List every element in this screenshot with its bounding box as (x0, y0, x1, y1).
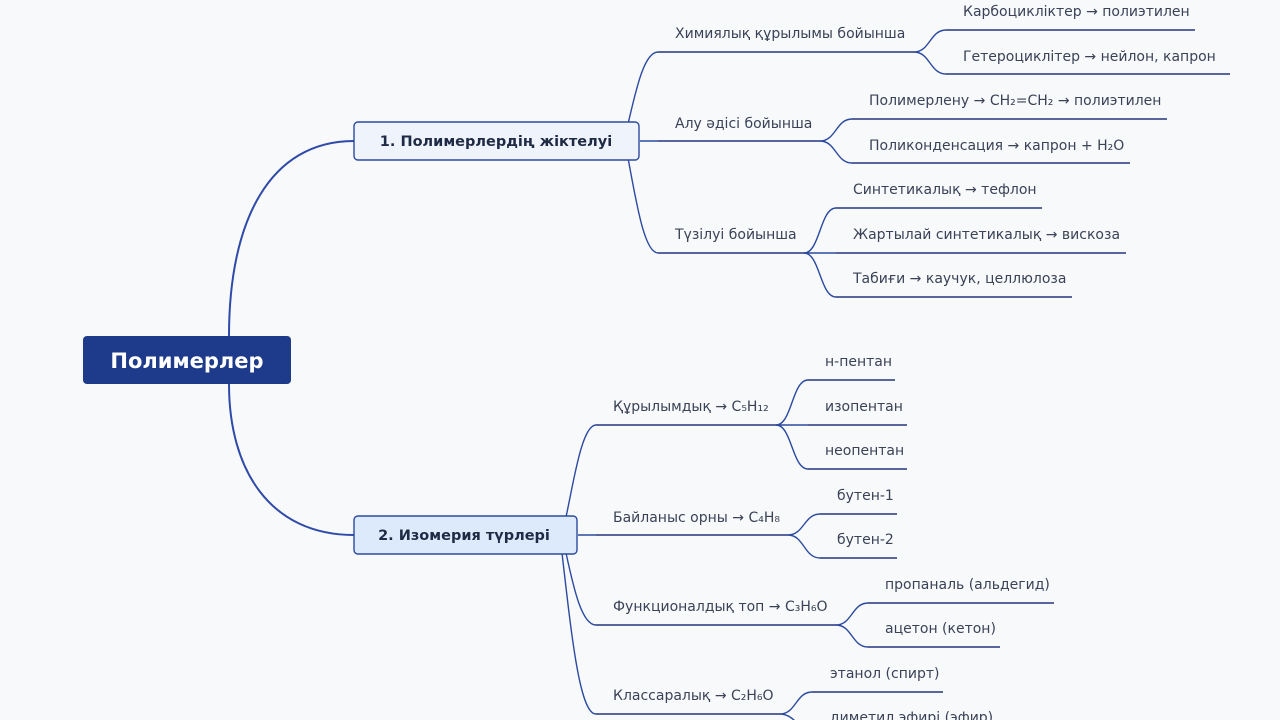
link-branch-2-group-3 (565, 552, 597, 626)
item-2-4-2[interactable]: диметил эфирі (эфир) (830, 710, 993, 720)
link-branch-2-group-4 (561, 552, 597, 715)
item-1-2-2[interactable]: Поликонденсация → капрон + H₂O (869, 138, 1124, 154)
link-group-1-2-item-2 (819, 140, 853, 164)
group-label-1-1[interactable]: Химиялық құрылымы бойынша (675, 26, 905, 42)
item-2-1-2[interactable]: изопентан (825, 399, 903, 415)
item-2-2-2[interactable]: бутен-2 (837, 532, 894, 548)
root-box (83, 336, 291, 384)
link-group-2-1-item-1 (775, 379, 809, 426)
group-label-2-3[interactable]: Функционалдық топ → C₃H₆O (613, 599, 828, 615)
item-1-3-3[interactable]: Табиғи → каучук, целлюлоза (852, 271, 1066, 287)
link-group-2-3-item-1 (835, 602, 869, 626)
group-label-2-2[interactable]: Байланыс орны → C₄H₈ (613, 510, 780, 526)
branch-box-1 (353, 121, 640, 161)
link-group-2-2-item-2 (787, 534, 821, 559)
item-1-3-2[interactable]: Жартылай синтетикалық → вискоза (853, 227, 1120, 243)
group-label-1-2[interactable]: Алу әдісі бойынша (675, 116, 812, 132)
item-1-3-1[interactable]: Синтетикалық → тефлон (853, 182, 1037, 198)
item-2-2-1[interactable]: бутен-1 (837, 488, 894, 504)
group-label-2-1[interactable]: Құрылымдық → C₅H₁₂ (613, 399, 769, 415)
link-root-branch-1 (228, 140, 355, 337)
link-branch-1-group-1 (627, 51, 659, 125)
item-2-3-2[interactable]: ацетон (кетон) (885, 621, 996, 637)
branch-box-2 (353, 515, 578, 555)
item-1-1-2[interactable]: Гетероциклітер → нейлон, капрон (963, 49, 1216, 65)
item-2-4-1[interactable]: этанол (спирт) (830, 666, 939, 682)
branch-node-1[interactable]: 1. Полимерлердің жіктелуі (353, 121, 640, 161)
item-2-3-1[interactable]: пропаналь (альдегид) (885, 577, 1050, 593)
connections (228, 29, 1230, 720)
group-label-1-3[interactable]: Түзілуі бойынша (674, 227, 797, 243)
item-1-1-1[interactable]: Карбоцикліктер → полиэтилен (963, 4, 1190, 20)
branch-label-1: 1. Полимерлердің жіктелуі (380, 134, 612, 150)
root-label: Полимерлер (110, 349, 263, 373)
item-2-1-1[interactable]: н-пентан (825, 354, 892, 370)
item-2-1-3[interactable]: неопентан (825, 443, 904, 459)
link-group-2-4-item-1 (779, 691, 813, 715)
link-group-1-1-item-2 (913, 51, 947, 75)
root-node[interactable]: Полимерлер (83, 336, 291, 384)
link-group-2-4-item-2 (779, 713, 795, 720)
branch-label-2: 2. Изомерия түрлері (378, 528, 550, 544)
link-group-2-3-item-2 (835, 624, 869, 648)
link-group-1-1-item-1 (913, 29, 947, 53)
link-branch-1-group-3 (627, 157, 659, 254)
link-group-1-3-item-3 (803, 252, 837, 298)
link-branch-2-group-1 (565, 424, 597, 518)
group-label-2-4[interactable]: Классаралық → C₂H₆O (613, 688, 774, 704)
link-group-1-2-item-1 (819, 118, 853, 142)
item-1-2-1[interactable]: Полимерлену → CH₂=CH₂ → полиэтилен (869, 93, 1161, 109)
branch-node-2[interactable]: 2. Изомерия түрлері (353, 515, 578, 555)
link-group-2-1-item-3 (775, 424, 809, 470)
link-root-branch-2 (228, 383, 355, 536)
link-group-1-3-item-1 (803, 207, 837, 254)
link-group-2-2-item-1 (787, 513, 821, 536)
